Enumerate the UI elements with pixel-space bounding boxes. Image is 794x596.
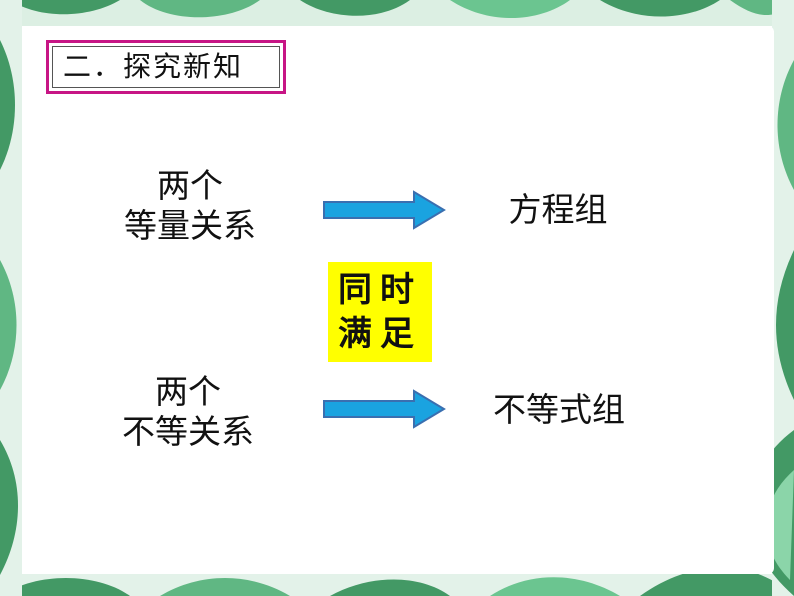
section-title: 二．探究新知 xyxy=(52,46,280,88)
bottom-left-label: 两个 不等关系 xyxy=(106,372,270,452)
center-condition-box: 同时 满足 xyxy=(328,262,432,362)
center-line2: 满足 xyxy=(338,314,422,354)
top-right-label: 方程组 xyxy=(508,190,608,229)
bottom-right-label: 不等式组 xyxy=(493,390,625,429)
top-left-label: 两个 等量关系 xyxy=(110,166,270,246)
section-title-box: 二．探究新知 xyxy=(46,40,286,94)
bottom-arrow-icon xyxy=(323,389,446,429)
bottom-left-line1: 两个 xyxy=(155,372,221,411)
top-left-line1: 两个 xyxy=(157,166,223,205)
center-line1: 同时 xyxy=(338,270,422,310)
top-left-line2: 等量关系 xyxy=(124,206,256,245)
top-arrow-icon xyxy=(323,190,446,230)
bottom-left-line2: 不等关系 xyxy=(122,412,254,451)
